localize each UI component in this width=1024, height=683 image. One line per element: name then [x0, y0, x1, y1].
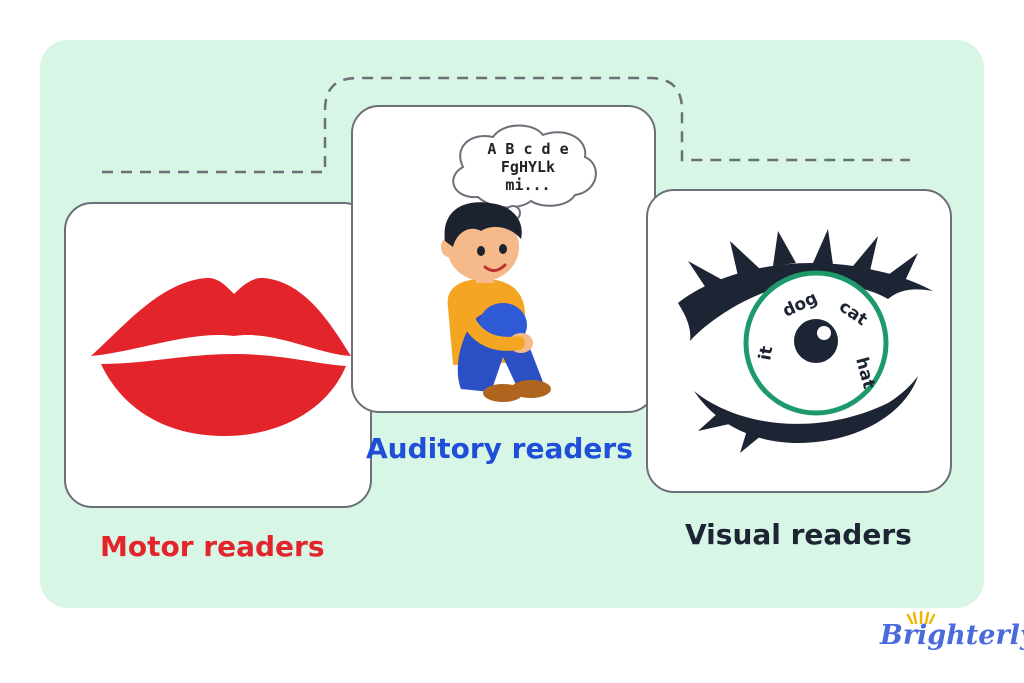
boy-icon — [441, 202, 551, 402]
boy-thinking-illustration: A B c d e FgHYLk mi... — [441, 124, 597, 402]
visual-readers-card: dog cat hat it — [646, 189, 952, 493]
bubble-line-2: FgHYLk — [501, 158, 555, 176]
auditory-readers-label: Auditory readers — [366, 432, 633, 465]
brighterly-logo: Brighterly — [880, 610, 1024, 651]
motor-readers-card — [64, 202, 372, 508]
bubble-line-1: A B c d e — [487, 140, 568, 158]
brand-name: Brighterly — [880, 620, 1024, 651]
motor-readers-label: Motor readers — [100, 530, 325, 563]
lips-icon — [91, 277, 351, 436]
eye-icon: dog cat hat it — [678, 229, 933, 453]
sun-rays-icon — [906, 610, 936, 624]
visual-readers-label: Visual readers — [685, 518, 912, 551]
eye-word-it: it — [755, 345, 777, 362]
bubble-line-3: mi... — [505, 176, 550, 194]
auditory-readers-card: A B c d e FgHYLk mi... — [351, 105, 656, 413]
